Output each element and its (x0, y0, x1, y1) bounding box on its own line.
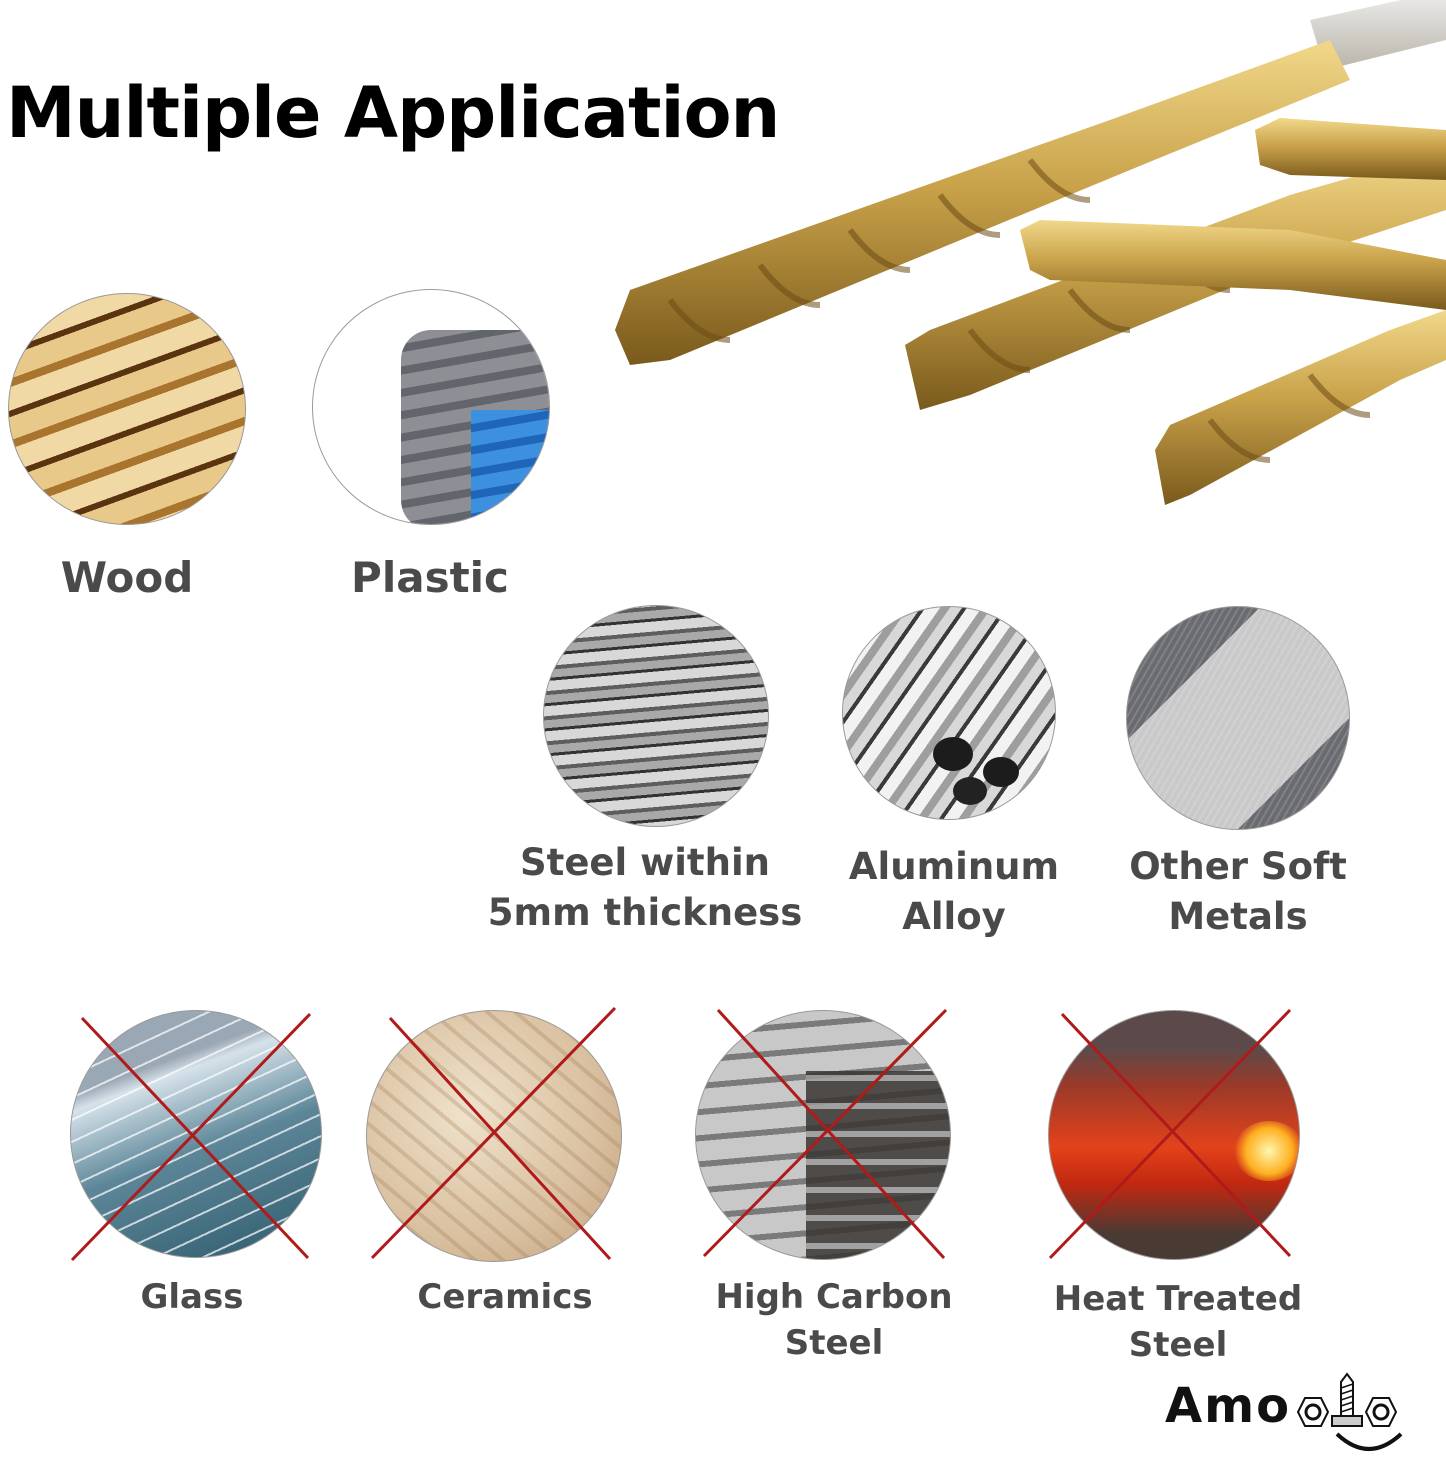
aluminum-label: Aluminum Alloy (835, 842, 1073, 942)
soft-metals-label: Other Soft Metals (1115, 842, 1361, 942)
drill-bits-image (615, 0, 1446, 505)
plastic-label: Plastic (351, 553, 509, 602)
steel-label: Steel within 5mm thickness (470, 838, 820, 938)
page-title: Multiple Application (6, 72, 780, 154)
hex-nut-icon (1297, 1397, 1329, 1427)
soft-metals-image (1126, 606, 1350, 830)
ceramics-image (366, 1010, 622, 1262)
heat-treated-steel-label: Heat Treated Steel (1053, 1279, 1303, 1365)
brand-name: Amo (1165, 1378, 1292, 1434)
glass-label: Glass (140, 1277, 244, 1317)
steel-label-line1: Steel within (519, 841, 770, 884)
screw-icon (1331, 1372, 1363, 1427)
plastic-image (312, 289, 550, 525)
smile-icon (1335, 1432, 1403, 1451)
glass-image (70, 1010, 322, 1258)
high-carbon-steel-image (695, 1010, 951, 1260)
aluminum-image (842, 606, 1056, 820)
ceramics-label: Ceramics (417, 1277, 593, 1317)
wood-label: Wood (60, 553, 194, 602)
aluminum-label-line1: Aluminum (848, 845, 1060, 888)
soft-metals-label-line2: Metals (1168, 894, 1308, 938)
high-carbon-steel-label: High Carbon Steel (715, 1277, 953, 1363)
soft-metals-label-line1: Other Soft (1129, 845, 1347, 888)
brand-logo: Amo (1165, 1372, 1405, 1452)
steel-image (543, 605, 769, 827)
hex-nut-icon (1365, 1397, 1397, 1427)
wood-image (8, 293, 246, 525)
aluminum-label-line2: Alloy (902, 894, 1006, 938)
steel-label-line2: 5mm thickness (487, 890, 803, 934)
heat-treated-steel-image (1048, 1010, 1300, 1260)
